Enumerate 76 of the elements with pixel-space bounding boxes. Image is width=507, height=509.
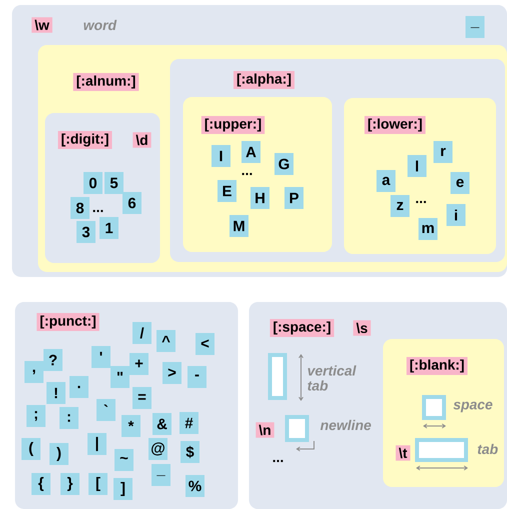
character-tile: : <box>60 407 78 429</box>
character-tile: ? <box>44 349 62 371</box>
class-tag: [:alpha:] <box>234 71 294 89</box>
character-tile: 6 <box>122 192 142 214</box>
class-tag: \s <box>353 320 371 336</box>
character-tile: 0 <box>84 172 102 194</box>
class-tag: \t <box>396 445 410 461</box>
character-tile: = <box>132 387 152 409</box>
character-tile: < <box>196 333 214 355</box>
ellipsis: ... <box>273 460 283 462</box>
character-tile: 5 <box>104 172 124 194</box>
character-tile: ^ <box>156 330 176 352</box>
character-tile: # <box>180 412 198 434</box>
class-tag: [:space:] <box>270 319 334 337</box>
character-tile: 3 <box>76 221 96 243</box>
character-tile: 8 <box>70 197 90 219</box>
ellipsis: ... <box>242 172 252 176</box>
class-tag: \w <box>32 17 52 33</box>
character-tile: } <box>60 473 80 495</box>
character-tile: r <box>434 141 452 163</box>
character-tile: e <box>450 172 470 194</box>
character-tile: 1 <box>100 217 118 239</box>
character-tile: ; <box>26 405 46 427</box>
character-tile: / <box>132 322 152 344</box>
character-tile: _ <box>152 464 170 486</box>
character-tile: { <box>32 473 50 495</box>
character-tile: $ <box>180 441 200 463</box>
class-tag: [:digit:] <box>58 130 112 150</box>
character-tile: ] <box>114 478 132 500</box>
character-tile: z <box>390 195 410 217</box>
side-note: space <box>453 402 492 412</box>
character-tile: A <box>242 141 260 163</box>
character-tile: ) <box>50 443 68 465</box>
character-tile: l <box>408 155 426 177</box>
ellipsis: ... <box>93 210 103 212</box>
character-tile: & <box>152 413 172 435</box>
ellipsis: ... <box>416 200 426 204</box>
character-tile: @ <box>148 438 168 460</box>
character-tile: + <box>130 353 148 375</box>
character-tile: M <box>230 215 248 237</box>
character-tile: I <box>212 145 230 167</box>
character-tile: i <box>446 204 466 226</box>
character-tile: ( <box>22 438 40 460</box>
character-tile: > <box>162 362 182 384</box>
character-tile: - <box>188 366 206 388</box>
side-note: word <box>84 20 117 30</box>
character-tile: [ <box>88 473 108 495</box>
whitespace-symbol <box>285 415 309 442</box>
character-tile: * <box>122 415 140 437</box>
character-tile: G <box>274 153 294 175</box>
class-tag: [:punct:] <box>36 313 100 331</box>
class-tag: [:alnum:] <box>73 73 139 91</box>
class-tag: [:lower:] <box>364 116 426 134</box>
character-tile: , <box>24 361 44 383</box>
character-tile: . <box>70 376 88 398</box>
character-tile: H <box>250 187 270 209</box>
character-tile: P <box>284 187 304 209</box>
whitespace-symbol <box>268 353 287 400</box>
whitespace-symbol <box>415 438 468 462</box>
character-tile: E <box>218 180 236 202</box>
side-note: newline <box>320 420 371 430</box>
character-tile: | <box>88 433 106 455</box>
character-tile: " <box>110 366 130 388</box>
character-tile: _ <box>466 16 484 38</box>
character-tile: % <box>186 475 204 497</box>
character-tile: ' <box>92 346 110 368</box>
character-tile: ` <box>96 399 116 421</box>
class-tag: [:blank:] <box>406 357 468 375</box>
character-tile: ~ <box>114 449 134 471</box>
whitespace-symbol <box>422 395 446 420</box>
side-note: tab <box>478 444 498 454</box>
character-tile: m <box>418 218 438 240</box>
character-tile: ! <box>46 382 66 404</box>
character-tile: a <box>376 170 396 192</box>
class-tag: [:upper:] <box>201 116 265 134</box>
side-note: vertical tab <box>308 365 356 391</box>
